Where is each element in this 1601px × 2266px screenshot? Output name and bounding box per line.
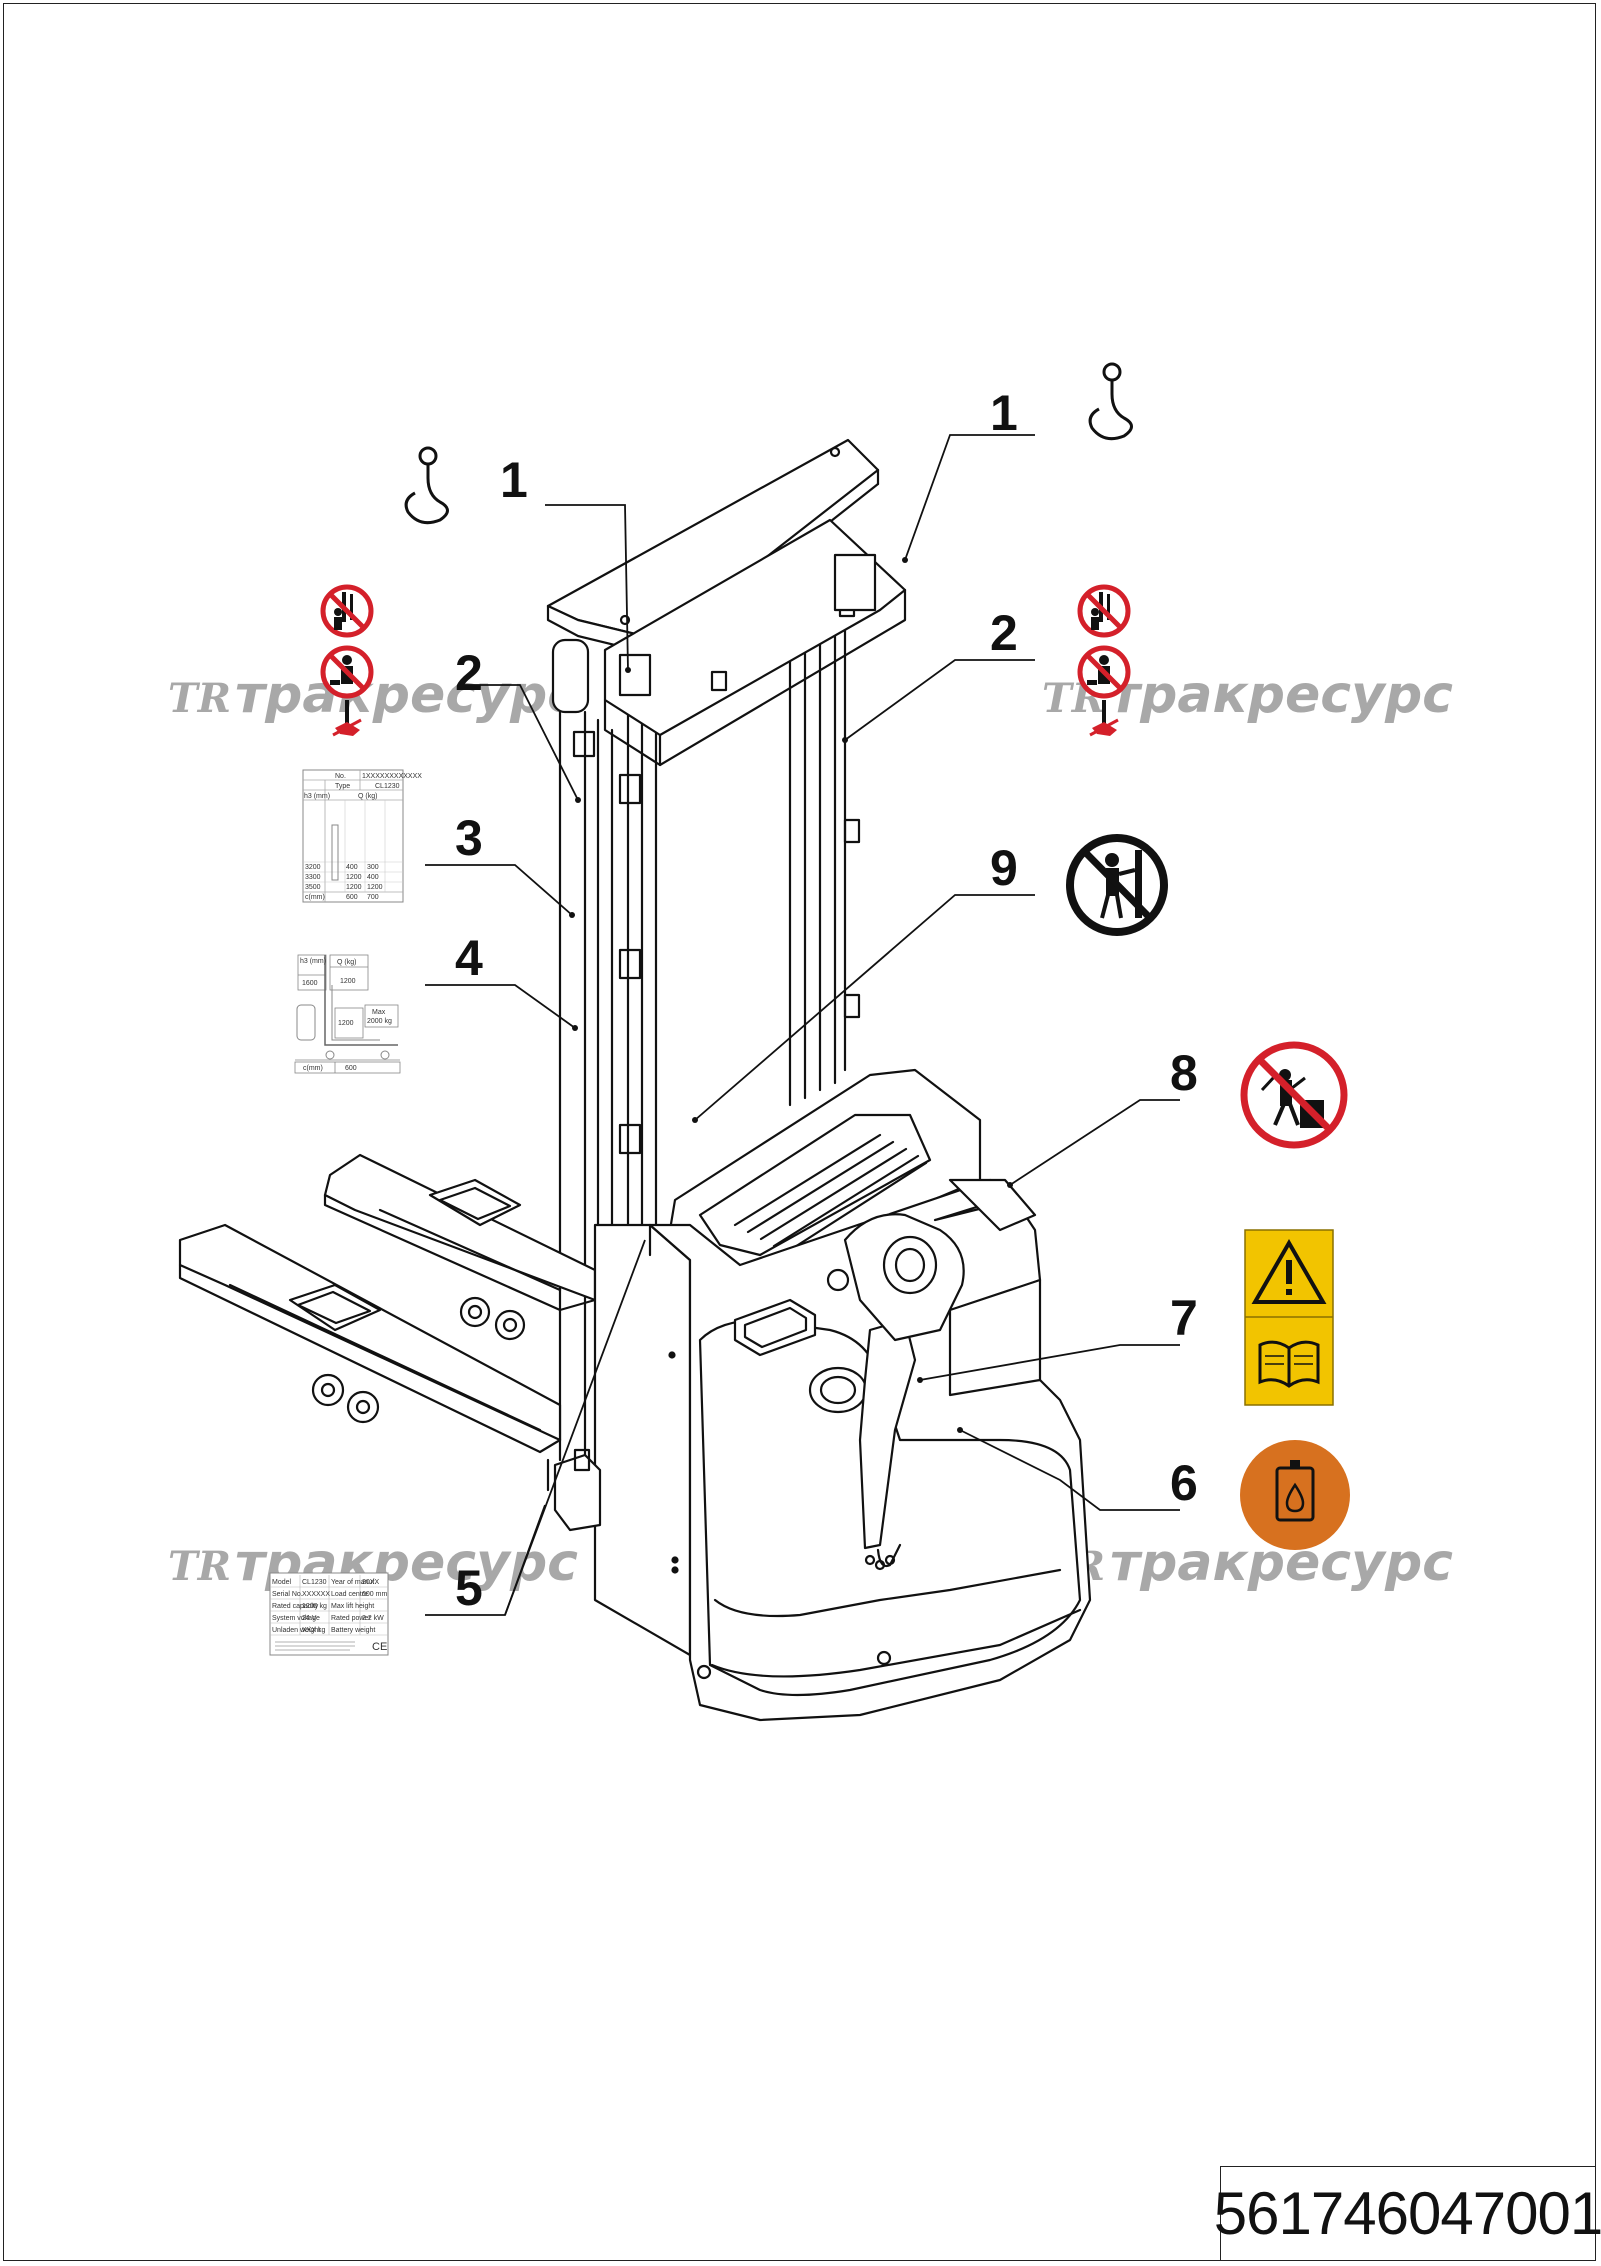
decal-5-cell: 600 mm: [362, 1591, 387, 1598]
decal-3-no-value: 1XXXXXXXXXXXX: [362, 773, 422, 780]
decal-5-cell: CL1230: [302, 1579, 327, 1586]
decal-3-cell: 3200: [305, 864, 321, 871]
callout-5: 5: [455, 1560, 483, 1616]
hook-icon: [1088, 362, 1133, 441]
decal-3-cell: 400: [346, 864, 358, 871]
decal-3-cell: 3500: [305, 884, 321, 891]
decal-5-cell: Rated capacity: [272, 1603, 319, 1610]
decal-3-type-value: CL1230: [375, 783, 400, 790]
mast-outer-left: [551, 638, 861, 1472]
decal-5-cell: XXXXXX: [302, 1591, 330, 1598]
callout-6: 6: [1170, 1455, 1198, 1511]
decal-3-cell: 1200: [346, 884, 362, 891]
decal-5-cell: Model: [272, 1579, 292, 1586]
decal-5-cell: Serial No.: [272, 1591, 303, 1598]
decal-3-footer: c(mm): [305, 894, 325, 901]
no-pinch-icon: [332, 700, 362, 737]
decal-4-max-label: Max: [372, 1009, 386, 1016]
watermark-top-right: TR тракресурс: [1042, 665, 1453, 725]
callout-7: 7: [1170, 1290, 1198, 1346]
callout-8: 8: [1170, 1045, 1198, 1101]
decal-3-h3-label: h3 (mm): [304, 793, 330, 800]
oil-level-icon: [1240, 1440, 1350, 1550]
decal-2-left: [320, 584, 374, 737]
decal-3-cell: 1200: [367, 884, 383, 891]
decal-3-type-label: Type: [335, 783, 350, 790]
callout-1-right: 1: [990, 385, 1018, 441]
decal-5-cell: System voltage: [272, 1615, 320, 1622]
watermark-text: тракресурс: [1110, 665, 1453, 725]
decal-4-c-label: c(mm): [303, 1065, 323, 1072]
watermark-bottom-right: TR тракресурс: [1042, 1533, 1453, 1593]
drawing-frame: [3, 3, 1596, 2261]
watermark-logo: TR: [168, 675, 231, 722]
decal-3-cell: 1200: [346, 874, 362, 881]
no-stand-on-forks-icon: [1077, 645, 1131, 699]
carriage-top-bracket: [603, 518, 907, 767]
decal-4-h3-value: 1600: [302, 980, 318, 987]
decal-4-q-value2: 1200: [338, 1020, 354, 1027]
callout-9: 9: [990, 840, 1018, 896]
callout-1-left: 1: [500, 452, 528, 508]
no-riding-icon: [1240, 1041, 1348, 1149]
decal-5-cell: XXX kg: [302, 1627, 325, 1634]
decal-5-cell: Load centre: [331, 1591, 368, 1598]
decal-4-c-value: 600: [345, 1065, 357, 1072]
decal-5-cell: Battery weight: [331, 1627, 375, 1634]
decal-5-cell: 24 V: [302, 1615, 317, 1622]
no-stand-on-forks-icon: [320, 645, 374, 699]
stacker-drawing: [178, 438, 1092, 1722]
callout-2-right: 2: [990, 605, 1018, 661]
base-left-pillar: [546, 1448, 602, 1532]
no-stand-under-load-icon: [1077, 584, 1131, 638]
decal-4-h3-label: h3 (mm): [300, 958, 326, 965]
watermark-bottom-left: TR тракресурс: [168, 1533, 578, 1593]
decal-5-cell: Unladen weight: [272, 1627, 320, 1634]
callout-2-left: 2: [455, 645, 483, 701]
ce-mark: CE: [372, 1641, 387, 1653]
callout-numbers: 1 1 2 2 3 4 5 6 7 8 9: [455, 385, 1198, 1616]
battery-cover: [668, 1068, 982, 1292]
watermark-text: тракресурс: [235, 665, 578, 725]
decal-4-q-value: 1200: [340, 978, 356, 985]
decal-5-cell: 20XX: [362, 1579, 379, 1586]
read-manual-icon: [1258, 1340, 1320, 1388]
fork-upper: [323, 1153, 597, 1341]
hook-icon: [404, 446, 449, 525]
callout-4: 4: [455, 930, 483, 986]
decal-3-footer: 600: [346, 894, 358, 901]
no-stand-under-load-icon: [320, 584, 374, 638]
decal-5-cell: Max lift height: [331, 1603, 374, 1610]
decal-3-cell: 3300: [305, 874, 321, 881]
decal-3-cell: 300: [367, 864, 379, 871]
warning-icon: [1251, 1238, 1327, 1304]
decal-5-cell: Year of manuf.: [331, 1579, 376, 1586]
no-pinch-icon: [1089, 700, 1119, 737]
callout-3: 3: [455, 810, 483, 866]
decal-2-right: [1077, 584, 1131, 737]
decal-5-cell: 1200 kg: [302, 1603, 327, 1610]
side-panel-left: [593, 1223, 692, 1657]
decal-4-load-diagram: h3 (mm) 1600 Q (kg) 1200 1200 Max 2000 k…: [294, 950, 401, 1075]
decal-3-footer: 700: [367, 894, 379, 901]
tiller-arm: [843, 1213, 965, 1571]
decal-5-cell: 2.2 kW: [362, 1615, 384, 1622]
decal-4-q-label: Q (kg): [337, 959, 356, 966]
watermark-logo: TR: [168, 1543, 231, 1590]
decal-7-warning-manual: [1244, 1229, 1334, 1406]
decal-3-q-label: Q (kg): [358, 793, 377, 800]
leader-lines: [425, 434, 1180, 1616]
no-pinch-hands-icon: [1066, 834, 1168, 936]
document-number: 561746047001: [1214, 2166, 1601, 2261]
decal-5-nameplate: Model CL1230 Year of manuf. 20XX Serial …: [269, 1572, 389, 1656]
decal-3-cell: 400: [367, 874, 379, 881]
decal-3-no-label: No.: [335, 773, 346, 780]
watermark-top-left: TR тракресурс: [168, 665, 578, 725]
leader-dots: [569, 557, 1013, 1433]
decal-5-cell: Rated power: [331, 1615, 371, 1622]
decal-3-capacity-table: No. 1XXXXXXXXXXXX Type CL1230 Q (kg) h3 …: [302, 769, 422, 903]
fork-lower: [178, 1223, 562, 1454]
decal-4-max-value: 2000 kg: [367, 1018, 392, 1025]
